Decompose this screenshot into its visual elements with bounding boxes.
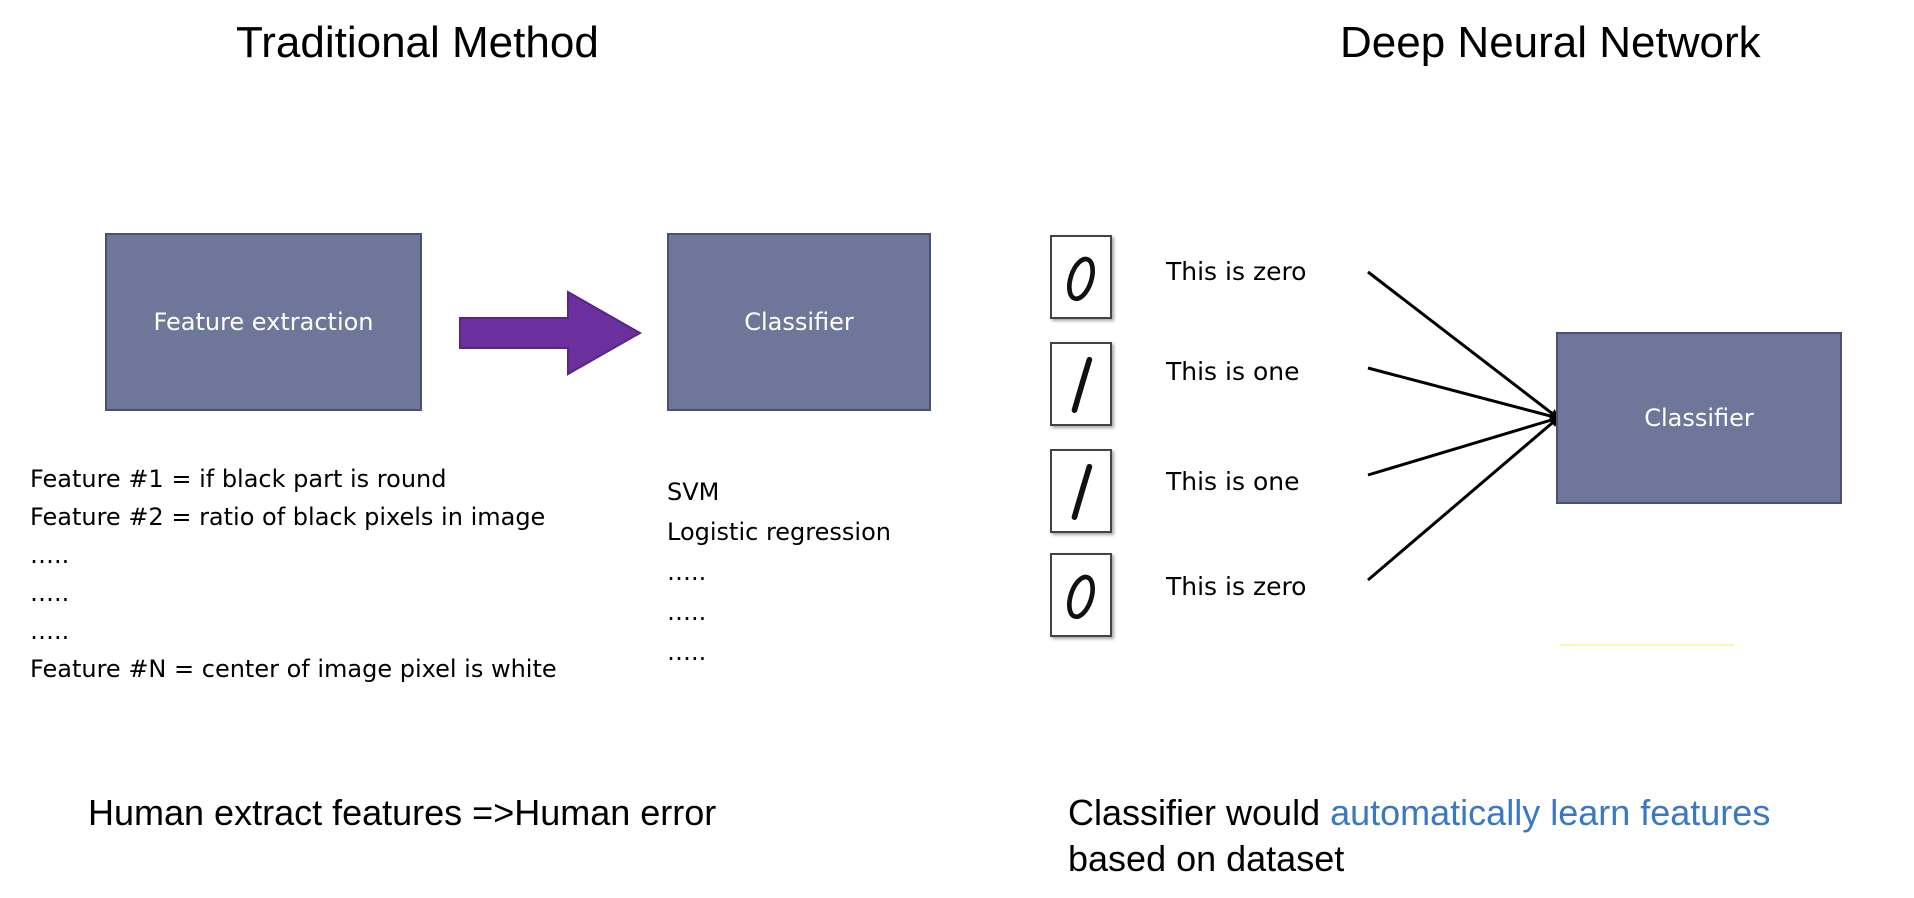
deep-neural-network-heading: Deep Neural Network	[1340, 18, 1761, 67]
arrow-line	[1367, 415, 1560, 477]
classifier-item: SVM	[667, 478, 720, 506]
right-arrow-icon	[459, 290, 642, 376]
feature-item: Feature #N = center of image pixel is wh…	[30, 655, 557, 683]
traditional-method-heading: Traditional Method	[236, 18, 599, 67]
digit-zero-image	[1050, 235, 1112, 319]
right-caption: Classifier would automatically learn fea…	[1068, 790, 1770, 882]
caption-highlight: automatically learn features	[1330, 792, 1771, 833]
classifier-item: …..	[667, 558, 707, 586]
input-arrows	[1367, 270, 1560, 582]
feature-extraction-box: Feature extraction	[105, 233, 422, 411]
feature-item: …..	[30, 541, 70, 569]
feature-item: …..	[30, 617, 70, 645]
arrow-line	[1367, 270, 1560, 420]
classifier-item: …..	[667, 638, 707, 666]
feature-extraction-label: Feature extraction	[153, 308, 374, 336]
classifier-list: SVM Logistic regression ….. ….. …..	[667, 472, 891, 672]
feature-item: Feature #2 = ratio of black pixels in im…	[30, 503, 546, 531]
digit-zero-image	[1050, 553, 1112, 637]
sample-label: This is one	[1166, 467, 1300, 496]
caption-line2: based on dataset	[1068, 838, 1345, 879]
caption-prefix: Classifier would	[1068, 792, 1331, 833]
classifier-label-right: Classifier	[1644, 404, 1754, 432]
classifier-box-right: Classifier	[1556, 332, 1842, 504]
classifier-box-left: Classifier	[667, 233, 931, 411]
classifier-label-left: Classifier	[744, 308, 854, 336]
classifier-item: …..	[667, 598, 707, 626]
sample-label: This is zero	[1166, 572, 1307, 601]
classifier-item: Logistic regression	[667, 518, 891, 546]
sample-label: This is one	[1166, 357, 1300, 386]
feature-list: Feature #1 = if black part is round Feat…	[30, 460, 557, 688]
feature-item: Feature #1 = if black part is round	[30, 465, 447, 493]
feature-item: …..	[30, 579, 70, 607]
arrow-line	[1367, 366, 1560, 421]
divider-line	[1560, 644, 1734, 646]
digit-one-image	[1050, 342, 1112, 426]
sample-label: This is zero	[1166, 257, 1307, 286]
arrow-line	[1367, 416, 1560, 582]
digit-one-image	[1050, 449, 1112, 533]
left-caption: Human extract features =>Human error	[88, 792, 717, 833]
